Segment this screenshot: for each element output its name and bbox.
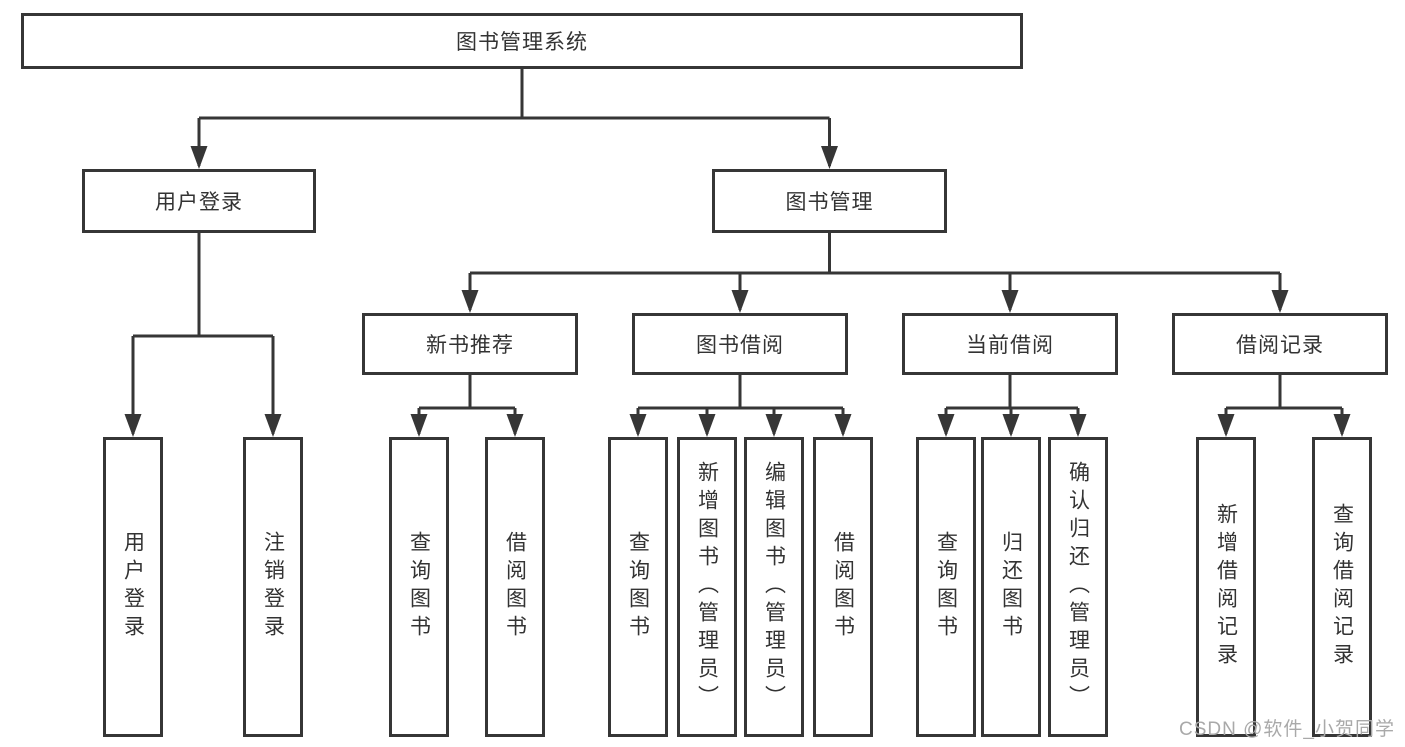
arrow-down-icon: [1001, 290, 1019, 313]
leaf-label: 查询图书: [934, 531, 958, 643]
arrow-down-icon: [124, 414, 142, 437]
leaf-node-user-login: 用户登录: [103, 437, 163, 737]
leaf-node-query-books-3: 查询图书: [916, 437, 976, 737]
leaf-node-query-borrow-record: 查询借阅记录: [1312, 437, 1372, 737]
csdn-watermark: CSDN @软件_小贺同学: [1179, 719, 1395, 740]
arrow-down-icon: [1002, 414, 1020, 437]
branch-node-user-login: 用户登录: [82, 169, 316, 233]
leaf-label: 编辑图书（管理员）: [762, 461, 786, 713]
connector-lines: [131, 69, 1344, 434]
leaf-node-edit-books-admin: 编辑图书（管理员）: [744, 437, 804, 737]
root-node-library-system: 图书管理系统: [21, 13, 1023, 69]
arrow-down-icon: [506, 414, 524, 437]
leaf-label: 确认归还（管理员）: [1066, 461, 1090, 713]
arrow-down-icon: [1333, 414, 1351, 437]
connector-book-management: [468, 233, 1282, 310]
arrow-down-icon: [410, 414, 428, 437]
connector-new-book-recommend: [417, 375, 517, 434]
branch-node-book-management: 图书管理: [712, 169, 947, 233]
leaf-node-logout: 注销登录: [243, 437, 303, 737]
connector-book-borrow: [636, 375, 845, 434]
group-node-borrow-records: 借阅记录: [1172, 313, 1388, 375]
group-node-new-book-recommend: 新书推荐: [362, 313, 578, 375]
arrow-down-icon: [765, 414, 783, 437]
arrow-down-icon: [1271, 290, 1289, 313]
arrow-down-icon: [834, 414, 852, 437]
arrow-down-icon: [937, 414, 955, 437]
leaf-label: 归还图书: [999, 531, 1023, 643]
leaf-label: 注销登录: [261, 531, 285, 643]
leaf-node-query-books-2: 查询图书: [608, 437, 668, 737]
arrow-down-icon: [1069, 414, 1087, 437]
arrow-down-icon: [190, 146, 208, 169]
arrow-down-icon: [698, 414, 716, 437]
arrow-down-icon: [264, 414, 282, 437]
leaf-label: 查询图书: [407, 531, 431, 643]
leaf-label: 借阅图书: [831, 531, 855, 643]
leaf-node-return-books: 归还图书: [981, 437, 1041, 737]
arrowheads: [124, 146, 1351, 437]
arrow-down-icon: [821, 146, 838, 169]
leaf-node-query-books-1: 查询图书: [389, 437, 449, 737]
leaf-node-confirm-return-admin: 确认归还（管理员）: [1048, 437, 1108, 737]
leaf-label: 用户登录: [121, 531, 145, 643]
arrow-down-icon: [1217, 414, 1235, 437]
leaf-node-borrow-books-2: 借阅图书: [813, 437, 873, 737]
leaf-label: 新增借阅记录: [1214, 503, 1238, 671]
leaf-label: 查询图书: [626, 531, 650, 643]
leaf-label: 借阅图书: [503, 531, 527, 643]
leaf-node-add-borrow-record: 新增借阅记录: [1196, 437, 1256, 737]
arrow-down-icon: [731, 290, 749, 313]
group-node-book-borrow: 图书借阅: [632, 313, 848, 375]
group-node-current-borrow: 当前借阅: [902, 313, 1118, 375]
leaf-node-add-books-admin: 新增图书（管理员）: [677, 437, 737, 737]
connector-borrow-records: [1224, 375, 1344, 434]
leaf-label: 查询借阅记录: [1330, 503, 1354, 671]
leaf-node-borrow-books-1: 借阅图书: [485, 437, 545, 737]
connector-user-login: [131, 233, 275, 434]
arrow-down-icon: [461, 290, 479, 313]
arrow-down-icon: [629, 414, 647, 437]
connector-root: [197, 69, 831, 166]
leaf-label: 新增图书（管理员）: [695, 461, 719, 713]
